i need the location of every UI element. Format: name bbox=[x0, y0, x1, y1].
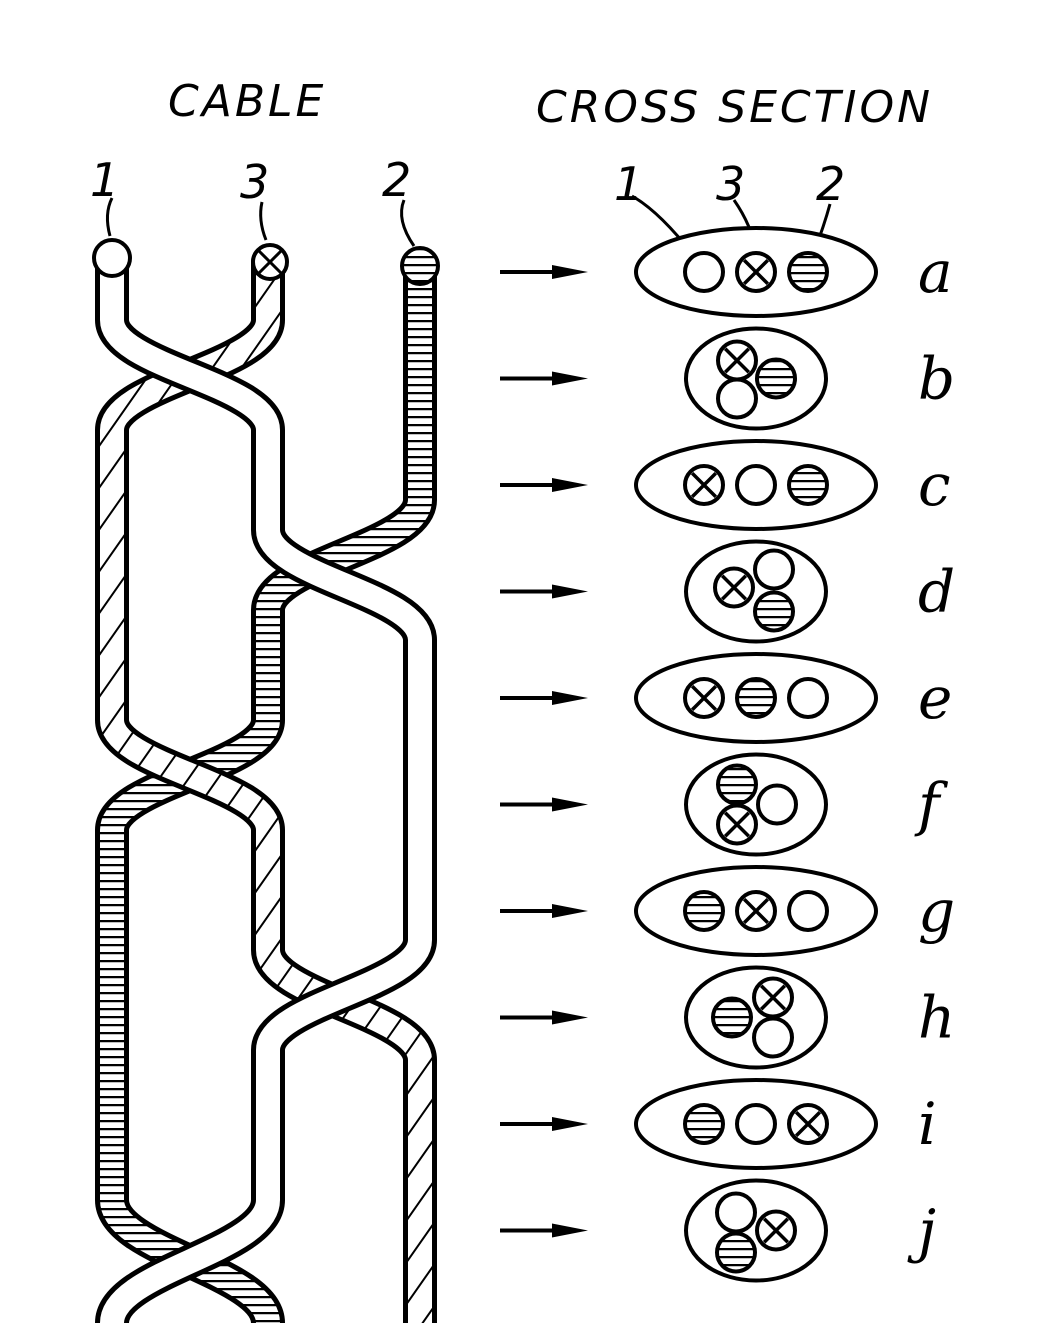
cross-section-row: c bbox=[500, 439, 950, 531]
cable-sheath-outline bbox=[684, 539, 828, 644]
wire-1-plain-circle bbox=[752, 1016, 794, 1059]
cable-label-wire-2: 2 bbox=[382, 153, 411, 207]
cable-sheath-outline bbox=[684, 965, 828, 1070]
wire-3-crossed-circle bbox=[755, 1209, 797, 1252]
leader-line-wire-2 bbox=[400, 199, 416, 247]
wire-3-crossed-circle bbox=[735, 890, 777, 932]
wire-1-plain-circle bbox=[787, 890, 829, 932]
section-letter: g bbox=[918, 877, 955, 945]
arrow-icon bbox=[500, 371, 588, 386]
wire-2-striped-circle bbox=[755, 357, 797, 400]
section-letter: f bbox=[914, 771, 949, 839]
wire-1-plain-circle bbox=[756, 783, 798, 826]
arrow-icon bbox=[500, 1223, 588, 1238]
wire-1-plain-circle bbox=[735, 1103, 777, 1145]
cross-section-row: b bbox=[500, 326, 955, 431]
section-letter: j bbox=[907, 1197, 936, 1265]
wire-3-crossed-circle bbox=[716, 803, 758, 846]
wire-1-plain-circle bbox=[787, 677, 829, 719]
cross-section-row: e bbox=[500, 652, 952, 744]
wire-1-plain-circle bbox=[715, 1191, 757, 1234]
cross-section-heading: CROSS SECTION bbox=[536, 82, 933, 133]
wire-2-striped-circle bbox=[683, 1103, 725, 1145]
cross-section-row: j bbox=[500, 1178, 936, 1283]
leader-line-wire-3 bbox=[259, 201, 268, 241]
section-letter: c bbox=[918, 451, 950, 519]
wire-2-striped-circle bbox=[753, 590, 795, 633]
wire-2-striped-circle bbox=[787, 251, 829, 293]
arrow-icon bbox=[500, 584, 588, 599]
arrow-icon bbox=[500, 265, 588, 279]
cable-strands bbox=[95, 241, 437, 1323]
section-letter: a bbox=[918, 238, 953, 306]
section-letter: i bbox=[918, 1090, 937, 1158]
wire-3-crossed-circle bbox=[713, 566, 755, 609]
end-cap-wire-2 bbox=[400, 246, 440, 286]
arrow-icon bbox=[500, 797, 588, 812]
wire-2-striped-circle bbox=[715, 1231, 757, 1274]
cross-section-row: i bbox=[500, 1078, 937, 1170]
wire-1-plain-circle bbox=[753, 548, 795, 591]
arrow-icon bbox=[500, 478, 588, 492]
arrow-icon bbox=[500, 691, 588, 705]
leader-line-wire-1 bbox=[105, 197, 114, 237]
wire-2-striped-circle bbox=[787, 464, 829, 506]
wire-3-crossed-circle bbox=[752, 976, 794, 1019]
section-letter: h bbox=[918, 984, 955, 1052]
section-letter: b bbox=[918, 345, 955, 413]
wire-3-crossed-circle bbox=[716, 339, 758, 382]
arrow-icon bbox=[500, 904, 588, 918]
cable-label-wire-1: 1 bbox=[90, 153, 119, 207]
wire-2-striped-circle bbox=[735, 677, 777, 719]
wire-1-plain-circle bbox=[735, 464, 777, 506]
section-letter: e bbox=[918, 664, 952, 732]
cable-label-wire-3: 3 bbox=[240, 155, 269, 209]
wire-3-crossed-circle bbox=[787, 1103, 829, 1145]
cross-section-row: a bbox=[500, 226, 953, 318]
section-label-wire-2: 2 bbox=[816, 157, 845, 211]
arrow-icon bbox=[500, 1010, 588, 1025]
cross-section-row: f bbox=[500, 752, 949, 857]
strand-wire-1 bbox=[95, 241, 437, 1323]
section-letter: d bbox=[918, 558, 955, 626]
section-label-wire-1: 1 bbox=[614, 157, 643, 211]
cable-heading: CABLE bbox=[168, 76, 326, 127]
wire-1-plain-circle bbox=[683, 251, 725, 293]
wire-3-crossed-circle bbox=[683, 677, 725, 719]
cross-section-row: d bbox=[500, 539, 955, 644]
wire-3-crossed-circle bbox=[735, 251, 777, 293]
cross-section-row: h bbox=[500, 965, 955, 1070]
section-label-wire-3: 3 bbox=[716, 157, 745, 211]
wire-3-crossed-circle bbox=[683, 464, 725, 506]
cross-section-row: g bbox=[500, 865, 955, 957]
wire-1-plain-circle bbox=[716, 377, 758, 420]
wire-2-striped-circle bbox=[711, 996, 753, 1039]
arrow-icon bbox=[500, 1117, 588, 1131]
end-cap-wire-3 bbox=[251, 243, 289, 281]
end-cap-wire-1 bbox=[92, 238, 132, 278]
wire-2-striped-circle bbox=[683, 890, 725, 932]
wire-2-striped-circle bbox=[716, 763, 758, 806]
